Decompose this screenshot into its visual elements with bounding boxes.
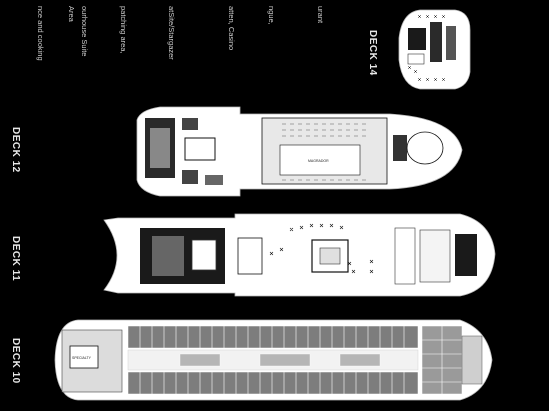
legend-line-8: nce and cooking — [36, 6, 45, 61]
deck-12-stairs-2 — [182, 170, 198, 184]
legend-line-3: atten, Casino — [227, 6, 236, 50]
deck-11-seats — [269, 223, 374, 274]
legend: urant — [316, 6, 325, 24]
deck-10-stern-core — [69, 345, 99, 369]
deck-11-label[interactable]: DECK 11 — [10, 236, 21, 281]
deck-12-venue-label: MAGRADOR — [308, 159, 329, 163]
deck-11-bow-room — [419, 229, 451, 283]
deck-10-venue-label: SPECIALTY — [72, 356, 92, 360]
deck-10-label-group: DECK 10 — [10, 338, 21, 384]
deck-14-seats — [407, 14, 446, 82]
deck-12-bow-dome — [406, 131, 444, 165]
deck-14-pool — [407, 53, 425, 65]
deck-11-aft-pool — [191, 239, 217, 271]
deck-12-aft-inner — [150, 128, 170, 168]
deck-12-plan[interactable]: MAGRADOR — [136, 106, 463, 197]
deck-10-corridor-rooms — [179, 353, 381, 367]
deck-14-label[interactable]: DECK 14 — [367, 30, 378, 76]
deck-12-stairs-1 — [182, 118, 198, 130]
deck-14-dark-core — [408, 28, 426, 50]
deck-14-bar — [446, 26, 456, 60]
deck-12-side-room — [205, 175, 223, 185]
deck-12-label-group: DECK 12 — [10, 127, 21, 173]
legend-line-5: patching area, — [119, 6, 128, 54]
legend-line-8-group: nce and cooking — [36, 6, 45, 61]
deck-12-hall-seats — [282, 123, 366, 181]
legend-line-5-group: patching area, — [119, 6, 128, 54]
deck-11-bow-dark — [455, 234, 477, 276]
deck-10-bow-tip — [461, 335, 483, 385]
legend-line-6: ourhouse Suite — [80, 6, 89, 56]
legend-line-4: atSite/Stargazer — [167, 6, 176, 60]
deck-12-hall-core — [279, 144, 361, 176]
deck-11-aft-inner — [152, 236, 184, 276]
deck-14-lounge — [430, 22, 442, 62]
deck-10-bow-dividers — [422, 326, 462, 394]
deck-11-plan[interactable] — [103, 213, 496, 297]
legend-line-1: urant — [316, 6, 325, 24]
legend-line-2: ngue, — [267, 6, 276, 25]
deck-11-label-group: DECK 11 — [10, 236, 21, 281]
legend-line-2-group: ngue, — [267, 6, 276, 25]
deck-10-cabin-dividers — [139, 326, 405, 394]
deck-11-bow-block — [394, 227, 416, 285]
legend-line-6-group: ourhouse Suite — [80, 6, 89, 56]
deck-10-plan[interactable]: SPECIALTY — [54, 319, 493, 401]
deck-12-bow-block — [393, 135, 407, 161]
legend-line-4-group: atSite/Stargazer — [167, 6, 176, 60]
deck-11-stage-core — [319, 247, 341, 265]
deck-10-label[interactable]: DECK 10 — [10, 338, 21, 384]
deck-14-plan[interactable] — [398, 9, 471, 90]
deck-12-pool-area — [184, 137, 216, 161]
legend-line-7-group: Area — [67, 6, 76, 23]
deck-12-label[interactable]: DECK 12 — [10, 127, 21, 173]
deck-14-label-group: DECK 14 — [367, 30, 378, 76]
legend-line-7: Area — [67, 6, 76, 23]
deck-11-mid-room — [237, 237, 263, 275]
legend-line-3-group: atten, Casino — [227, 6, 236, 50]
deck-10-cabins — [127, 325, 419, 395]
